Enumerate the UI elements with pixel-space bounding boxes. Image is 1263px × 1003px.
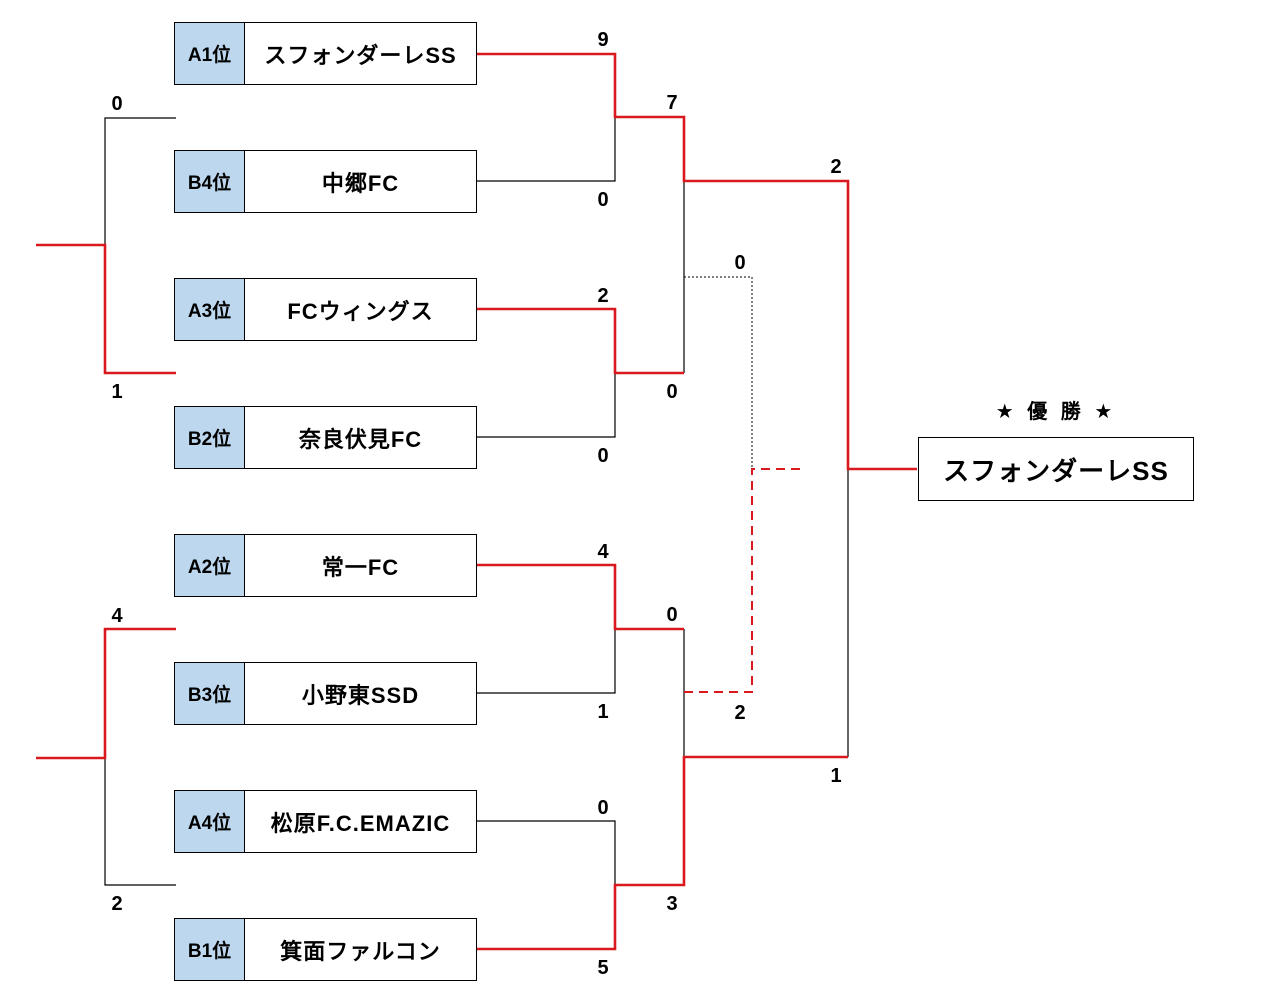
score-left: 1 xyxy=(111,381,123,403)
champion-title: ★ 優 勝 ★ xyxy=(995,401,1117,423)
team-name: 常一FC xyxy=(321,554,400,580)
team-box-6: B3位 小野東SSD xyxy=(174,662,477,725)
score-r1: 2 xyxy=(597,285,609,307)
team-box-5: A2位 常一FC xyxy=(174,534,477,597)
score-third-place: 2 xyxy=(734,702,746,724)
team-rank: B1位 xyxy=(175,919,245,980)
score-semi: 0 xyxy=(666,381,678,403)
team-name: 奈良伏見FC xyxy=(298,426,423,452)
winner-lines xyxy=(36,52,917,951)
score-left: 4 xyxy=(111,605,123,627)
score-r1: 0 xyxy=(597,189,609,211)
score-semi: 0 xyxy=(666,604,678,626)
team-name: スフォンダーレSS xyxy=(264,42,457,68)
score-left: 2 xyxy=(111,893,123,915)
team-name: 中郷FC xyxy=(321,170,400,196)
team-box-8: B1位 箕面ファルコン xyxy=(174,918,477,981)
score-r1: 0 xyxy=(597,797,609,819)
team-rank: A1位 xyxy=(175,23,245,84)
team-rank: B4位 xyxy=(175,151,245,212)
team-box-3: A3位 FCウィングス xyxy=(174,278,477,341)
team-name: 箕面ファルコン xyxy=(280,938,441,964)
team-box-7: A4位 松原F.C.EMAZIC xyxy=(174,790,477,853)
team-name: 小野東SSD xyxy=(301,682,420,708)
score-r1: 4 xyxy=(597,541,609,563)
score-r1: 0 xyxy=(597,445,609,467)
score-r1: 1 xyxy=(597,701,609,723)
score-r1: 5 xyxy=(597,957,609,979)
team-name: 松原F.C.EMAZIC xyxy=(270,810,451,836)
score-final: 1 xyxy=(830,765,842,787)
team-rank: A2位 xyxy=(175,535,245,596)
team-box-2: B4位 中郷FC xyxy=(174,150,477,213)
score-left: 0 xyxy=(111,93,123,115)
score-final: 2 xyxy=(830,156,842,178)
team-rank: A4位 xyxy=(175,791,245,852)
champion-name: スフォンダーレSS xyxy=(943,455,1169,486)
loser-lines xyxy=(104,117,849,886)
score-third-place: 0 xyxy=(734,252,746,274)
team-rank: A3位 xyxy=(175,279,245,340)
third-place-dashed-line xyxy=(684,468,804,693)
third-place-dotted-line xyxy=(684,276,753,469)
score-semi: 3 xyxy=(666,893,678,915)
score-semi: 7 xyxy=(666,92,678,114)
team-rank: B2位 xyxy=(175,407,245,468)
score-r1: 9 xyxy=(597,29,609,51)
team-name: FCウィングス xyxy=(287,298,434,324)
team-rank: B3位 xyxy=(175,663,245,724)
team-box-4: B2位 奈良伏見FC xyxy=(174,406,477,469)
team-box-1: A1位 スフォンダーレSS xyxy=(174,22,477,85)
champion-box: スフォンダーレSS xyxy=(918,437,1194,501)
